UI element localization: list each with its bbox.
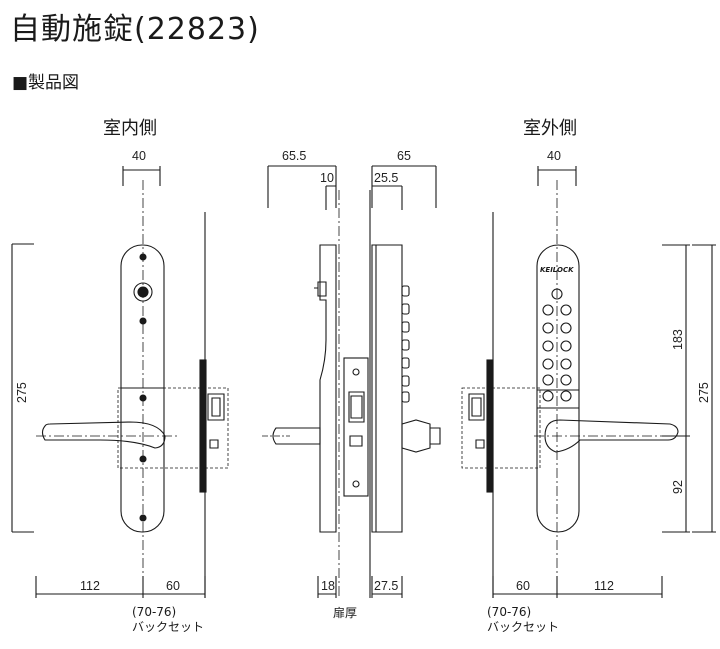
keypad bbox=[542, 288, 572, 402]
dim-40-left: 40 bbox=[122, 149, 161, 186]
keypad-button bbox=[560, 390, 572, 402]
dim-60-right-text: 60 bbox=[516, 579, 530, 593]
outdoor-housing-profile bbox=[371, 244, 403, 533]
dim-275-left-text: 275 bbox=[15, 382, 29, 403]
backset-label-right: バックセット bbox=[487, 620, 560, 634]
outdoor-lever-handle bbox=[544, 419, 679, 453]
dim-18: 18 bbox=[317, 576, 337, 598]
dim-40-right: 40 bbox=[537, 149, 577, 186]
page-title: 自動施錠(22823) bbox=[10, 12, 260, 47]
keypad-button bbox=[542, 304, 554, 316]
dim-60-112-right: 60 112 bbox=[492, 576, 663, 598]
backset-range-right: (70-76) bbox=[487, 605, 532, 619]
dim-27-5-text: 27.5 bbox=[374, 579, 398, 593]
keypad-button bbox=[560, 322, 572, 334]
indoor-escutcheon-profile bbox=[319, 244, 337, 533]
outdoor-lever-side bbox=[401, 419, 431, 453]
dim-183-text: 183 bbox=[671, 329, 685, 350]
dim-10: 10 bbox=[320, 171, 336, 210]
keypad-button bbox=[542, 340, 554, 352]
dim-18-text: 18 bbox=[321, 579, 335, 593]
keypad-button bbox=[560, 304, 572, 316]
dim-27-5: 27.5 bbox=[371, 576, 403, 598]
dim-65-right-text: 65 bbox=[397, 149, 411, 163]
section-heading: ■製品図 bbox=[12, 73, 80, 93]
side-view: 65.5 10 65 25.5 bbox=[262, 149, 441, 598]
screw-icon bbox=[352, 480, 360, 488]
dim-10-text: 10 bbox=[320, 171, 334, 185]
outdoor-view-label: 室外側 bbox=[523, 118, 577, 139]
keypad-button bbox=[560, 358, 572, 370]
keypad-button bbox=[551, 288, 563, 300]
screw-icon bbox=[352, 368, 360, 376]
keypad-button bbox=[560, 374, 572, 386]
backset-note-right: (70-76) バックセット bbox=[487, 605, 559, 635]
indoor-lever-handle bbox=[41, 421, 166, 449]
keypad-buttons-side bbox=[401, 285, 410, 403]
indoor-lever-side bbox=[272, 427, 321, 445]
dim-65-right: 65 bbox=[371, 149, 437, 208]
indoor-view: 40 275 bbox=[11, 149, 229, 598]
dim-112-60-left: 112 60 bbox=[35, 576, 206, 598]
keypad-button bbox=[560, 340, 572, 352]
dim-65-5-text: 65.5 bbox=[282, 149, 306, 163]
dim-40-right-text: 40 bbox=[547, 149, 561, 163]
dim-92-text: 92 bbox=[671, 480, 685, 494]
outdoor-escutcheon bbox=[536, 244, 580, 533]
dim-60-left-text: 60 bbox=[166, 579, 180, 593]
front-plate bbox=[199, 359, 207, 493]
backset-note-left: (70-76) バックセット bbox=[132, 605, 204, 635]
indoor-view-label: 室内側 bbox=[103, 118, 157, 139]
outdoor-view: 40 KEILOCK bbox=[461, 149, 716, 598]
keypad-button bbox=[542, 358, 554, 370]
dim-65-5: 65.5 bbox=[267, 149, 337, 208]
dim-25-5: 25.5 bbox=[372, 171, 403, 210]
lock-case bbox=[343, 357, 369, 497]
dim-275-right-text: 275 bbox=[697, 382, 711, 403]
front-plate bbox=[486, 359, 494, 493]
dim-275-left: 275 bbox=[11, 243, 34, 533]
backset-label-left: バックセット bbox=[132, 620, 205, 634]
keypad-button bbox=[542, 390, 554, 402]
dim-25-5-text: 25.5 bbox=[374, 171, 398, 185]
door-thickness-label: 扉厚 bbox=[333, 606, 358, 620]
keypad-button bbox=[542, 374, 554, 386]
dim-112-right-text: 112 bbox=[594, 579, 614, 593]
keypad-button bbox=[542, 322, 554, 334]
dim-40-left-text: 40 bbox=[132, 149, 146, 163]
hidden-lock-body bbox=[117, 387, 229, 469]
dim-183-92-right: 183 92 bbox=[662, 244, 690, 533]
dim-275-right: 275 bbox=[692, 244, 716, 533]
backset-range-left: (70-76) bbox=[132, 605, 177, 619]
dim-112-left-text: 112 bbox=[80, 579, 100, 593]
